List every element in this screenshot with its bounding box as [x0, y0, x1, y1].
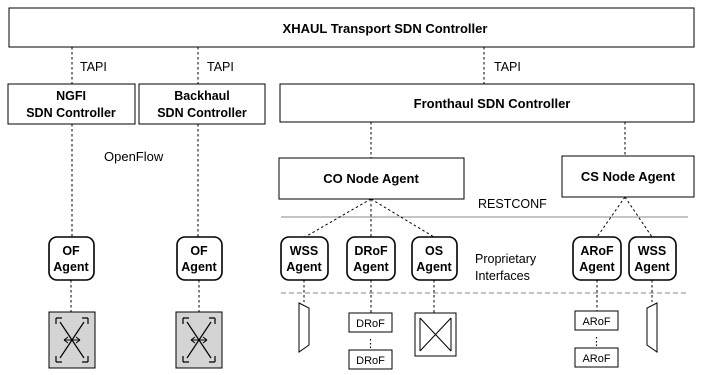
drof-ellipsis: ⋮: [365, 338, 376, 350]
drof-device-1-label: DRoF: [356, 318, 385, 330]
drof-agent-line-1: DRoF: [354, 244, 388, 258]
wss-trapezoid-icon: [646, 302, 658, 353]
openflow-label: OpenFlow: [104, 149, 164, 164]
co-node-agent: CO Node Agent: [278, 157, 465, 200]
fronthaul-controller-label: Fronthaul SDN Controller: [414, 96, 571, 111]
of-agent-ngfi-line-2: Agent: [53, 260, 89, 274]
ngfi-controller-line-1: NGFI: [56, 89, 86, 103]
proprietary-interfaces-line-2: Interfaces: [475, 269, 530, 283]
of-agent-backhaul-line-1: OF: [190, 244, 208, 258]
tapi-label-ngfi: TAPI: [80, 60, 107, 74]
optical-switch-icon: [414, 312, 457, 357]
os-agent-line-2: Agent: [416, 260, 452, 274]
arof-agent-line-2: Agent: [579, 260, 615, 274]
backhaul-controller: Backhaul SDN Controller: [138, 83, 266, 125]
proprietary-interfaces-line-1: Proprietary: [475, 252, 537, 266]
wss-agent-co-line-2: Agent: [286, 260, 322, 274]
drof-device-1: DRoF: [348, 312, 393, 333]
of-agent-ngfi: OF Agent: [48, 236, 95, 281]
arof-agent-line-1: ARoF: [580, 244, 614, 258]
cs-node-agent: CS Node Agent: [561, 155, 695, 198]
wss-agent-co: WSS Agent: [280, 236, 329, 281]
os-agent-line-1: OS: [425, 244, 443, 258]
arof-device-1-label: ARoF: [582, 316, 610, 328]
openflow-switch-icon: [175, 311, 223, 369]
controller-links: [71, 122, 626, 237]
ngfi-controller-line-2: SDN Controller: [26, 106, 116, 120]
wss-agent-cs-line-1: WSS: [638, 244, 666, 258]
xhaul-controller: XHAUL Transport SDN Controller: [8, 7, 695, 48]
arof-agent: ARoF Agent: [572, 236, 622, 281]
arof-device-2: ARoF: [574, 347, 619, 368]
drof-device-2-label: DRoF: [356, 355, 385, 367]
fronthaul-controller: Fronthaul SDN Controller: [279, 83, 695, 123]
drof-agent-line-2: Agent: [353, 260, 389, 274]
of-agent-backhaul-line-2: Agent: [181, 260, 217, 274]
openflow-switch-icon: [48, 311, 96, 369]
os-agent: OS Agent: [411, 236, 458, 281]
tapi-label-fronthaul: TAPI: [494, 60, 521, 74]
of-agent-backhaul: OF Agent: [176, 236, 223, 281]
backhaul-controller-line-1: Backhaul: [174, 89, 230, 103]
backhaul-controller-line-2: SDN Controller: [157, 106, 247, 120]
drof-agent: DRoF Agent: [346, 236, 396, 281]
co-node-agent-label: CO Node Agent: [323, 171, 419, 186]
arof-device-2-label: ARoF: [582, 353, 610, 365]
restconf-label: RESTCONF: [478, 197, 547, 211]
node-agent-links: [304, 196, 653, 238]
wss-trapezoid-icon: [298, 302, 310, 353]
device-links: [70, 280, 653, 313]
wss-agent-cs-line-2: Agent: [634, 260, 670, 274]
wss-agent-cs: WSS Agent: [628, 236, 677, 281]
arof-device-1: ARoF: [574, 310, 619, 331]
tapi-links: TAPI TAPI TAPI: [71, 47, 521, 84]
drof-device-2: DRoF: [348, 349, 393, 370]
tapi-label-backhaul: TAPI: [207, 60, 234, 74]
ngfi-controller: NGFI SDN Controller: [7, 83, 136, 125]
of-agent-ngfi-line-1: OF: [62, 244, 80, 258]
wss-agent-co-line-1: WSS: [290, 244, 318, 258]
arof-ellipsis: ⋮: [591, 336, 602, 348]
cs-node-agent-label: CS Node Agent: [581, 169, 676, 184]
xhaul-controller-label: XHAUL Transport SDN Controller: [283, 21, 488, 36]
